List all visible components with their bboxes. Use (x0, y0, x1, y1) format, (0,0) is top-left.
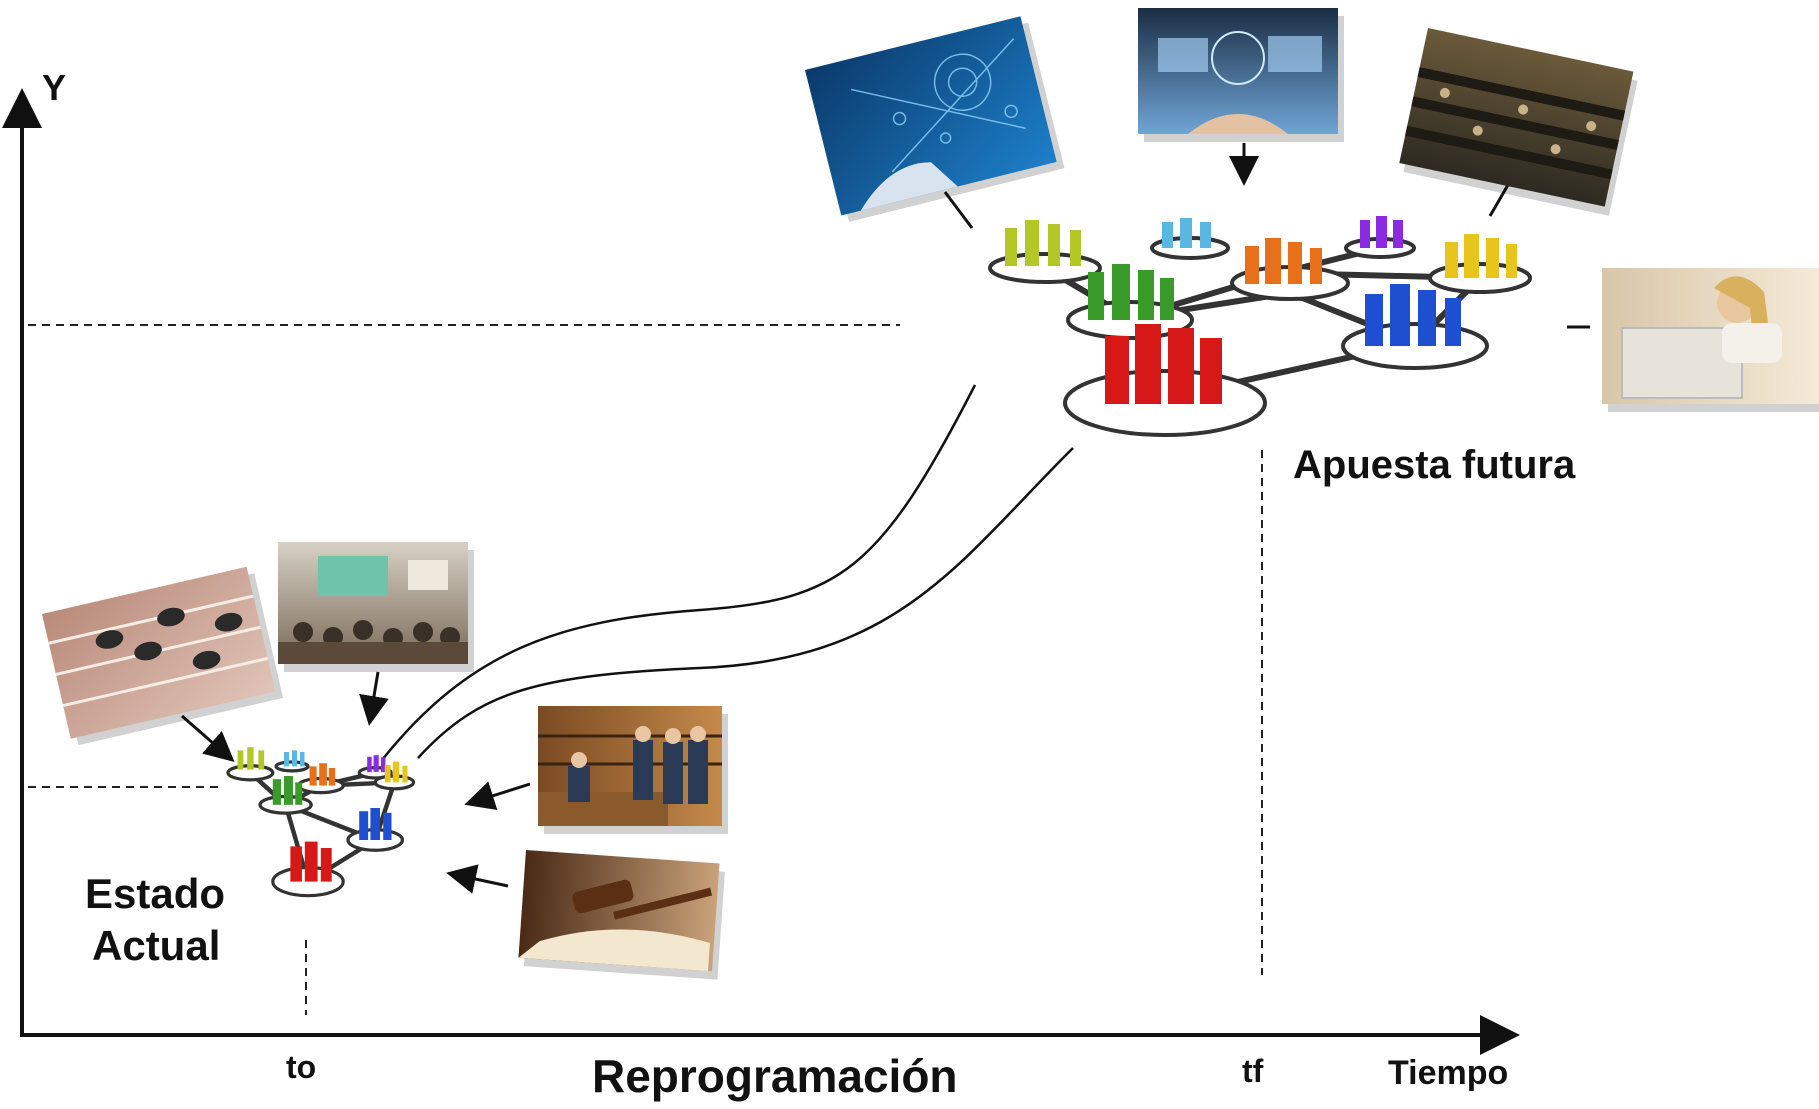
connector-digital (943, 191, 974, 229)
t0-label: to (286, 1049, 316, 1085)
current-state-label-line1: Estado (85, 870, 225, 917)
tf-label: tf (1242, 1053, 1264, 1089)
photo-digital-network (805, 16, 1065, 222)
arrow-gavel-to-network (446, 864, 509, 894)
photo-library-desk (538, 706, 728, 834)
photo-assembly (1399, 28, 1638, 216)
photo-laptop-woman (1602, 268, 1819, 412)
current-state-label-line2: Actual (92, 922, 220, 969)
future-state-label: Apuesta futura (1293, 443, 1576, 487)
reference-lines (28, 324, 1263, 1015)
arrow-library-to-network (464, 781, 531, 811)
people-figures (237, 747, 408, 882)
x-axis-label: Tiempo (1388, 1054, 1508, 1092)
photo-classroom (278, 542, 474, 672)
transition-curves (381, 384, 1074, 761)
current-state-network (226, 747, 416, 898)
lower-transition-curve (417, 447, 1074, 759)
upper-transition-curve (381, 384, 977, 761)
arrow-classroom-to-network (359, 671, 389, 726)
reprogramming-label: Reprogramación (592, 1050, 958, 1102)
photo-gavel-book (518, 850, 725, 980)
photo-tablet-tech (1138, 8, 1344, 142)
arrow-sprint-to-network (181, 714, 235, 762)
photo-arrows (181, 143, 1259, 894)
people-figures (1005, 216, 1517, 404)
photo-sprint-start (41, 566, 284, 746)
y-axis-label: Y (42, 67, 66, 108)
future-state-network (988, 216, 1532, 437)
